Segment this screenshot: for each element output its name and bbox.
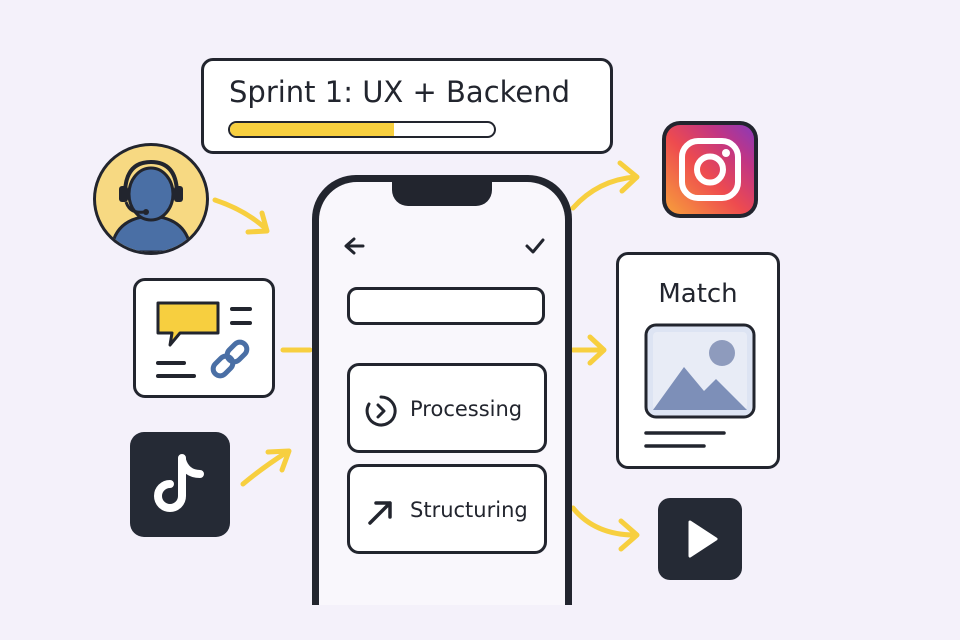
play-icon <box>688 520 718 558</box>
arrow-tiktok-to-phone <box>240 449 290 487</box>
sprint-progress-fill <box>230 123 394 136</box>
support-agent-avatar <box>93 143 209 255</box>
instagram-icon <box>679 138 741 201</box>
sprint-progress-bar <box>228 121 496 138</box>
phone-mockup: Processing Structuring <box>312 175 572 605</box>
arrow-phone-to-match-head <box>587 334 607 366</box>
arrow-phone-to-play-head <box>618 518 640 552</box>
arrow-avatar-to-phone <box>212 197 268 231</box>
arrow-tiktok-to-phone-head <box>265 448 292 473</box>
chat-link-card <box>133 278 275 398</box>
arrow-avatar-to-phone-head <box>245 210 270 235</box>
arrow-left-icon[interactable] <box>343 236 365 256</box>
step-structuring-label: Structuring <box>410 498 528 522</box>
phone-screen: Processing Structuring <box>319 182 565 605</box>
arrow-phone-to-instagram <box>570 174 638 211</box>
arrow-up-right-icon <box>368 501 392 525</box>
step-processing-card[interactable]: Processing <box>347 363 547 453</box>
phone-search-input[interactable] <box>347 287 545 325</box>
checkmark-icon[interactable] <box>524 236 546 256</box>
arrow-phone-to-play <box>570 505 638 538</box>
match-title: Match <box>658 279 738 309</box>
play-tile[interactable] <box>658 498 742 580</box>
step-structuring-card[interactable]: Structuring <box>347 464 547 554</box>
headset-person-icon <box>109 159 193 252</box>
match-text-lines <box>644 431 726 448</box>
tiktok-icon <box>154 454 204 512</box>
processing-icon <box>365 395 397 427</box>
sprint-banner: Sprint 1: UX + Backend <box>201 58 613 154</box>
step-processing-label: Processing <box>410 397 523 421</box>
match-card: Match <box>616 252 780 469</box>
sprint-title: Sprint 1: UX + Backend <box>229 75 571 109</box>
image-placeholder-icon <box>644 323 756 419</box>
tiktok-tile <box>130 432 230 537</box>
arrow-phone-to-instagram-head <box>617 160 640 194</box>
instagram-tile <box>662 121 758 218</box>
chat-bubble-link-icon <box>156 301 252 379</box>
phone-notch <box>392 182 492 206</box>
